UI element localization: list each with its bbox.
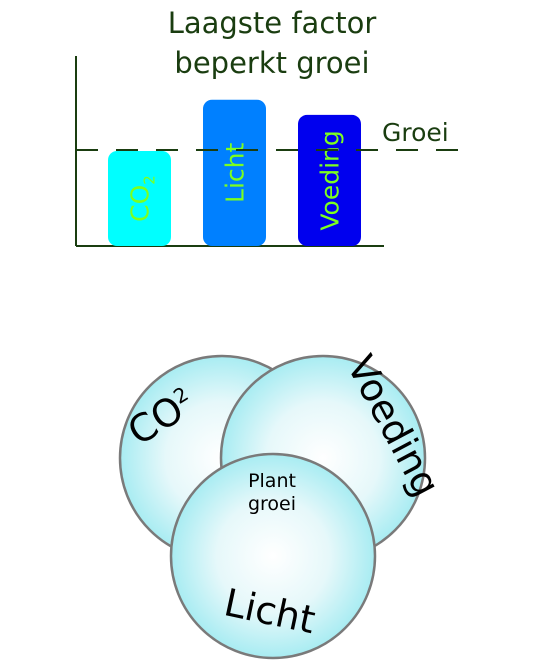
bar-co2 (108, 151, 171, 246)
bar-chart: Laagste factor beperkt groei CO2 Licht Voe… (75, 6, 465, 247)
chart-title-line1: Laagste factor (168, 6, 377, 40)
bar-voeding (298, 114, 361, 247)
venn-diagram: CO2 Voeding Licht Plant groei (118, 348, 449, 660)
venn-circle-licht (169, 452, 377, 660)
venn-center-line1: Plant (248, 470, 296, 492)
bar-label-voeding: Voeding (316, 130, 345, 230)
bar-label-licht: Licht (221, 143, 250, 203)
venn-center-line2: groei (248, 493, 296, 515)
bar-label-co2: CO2 (126, 175, 159, 222)
chart-title-line2: beperkt groei (174, 46, 369, 80)
bar-licht (203, 99, 266, 246)
threshold-label: Groei (382, 118, 449, 147)
